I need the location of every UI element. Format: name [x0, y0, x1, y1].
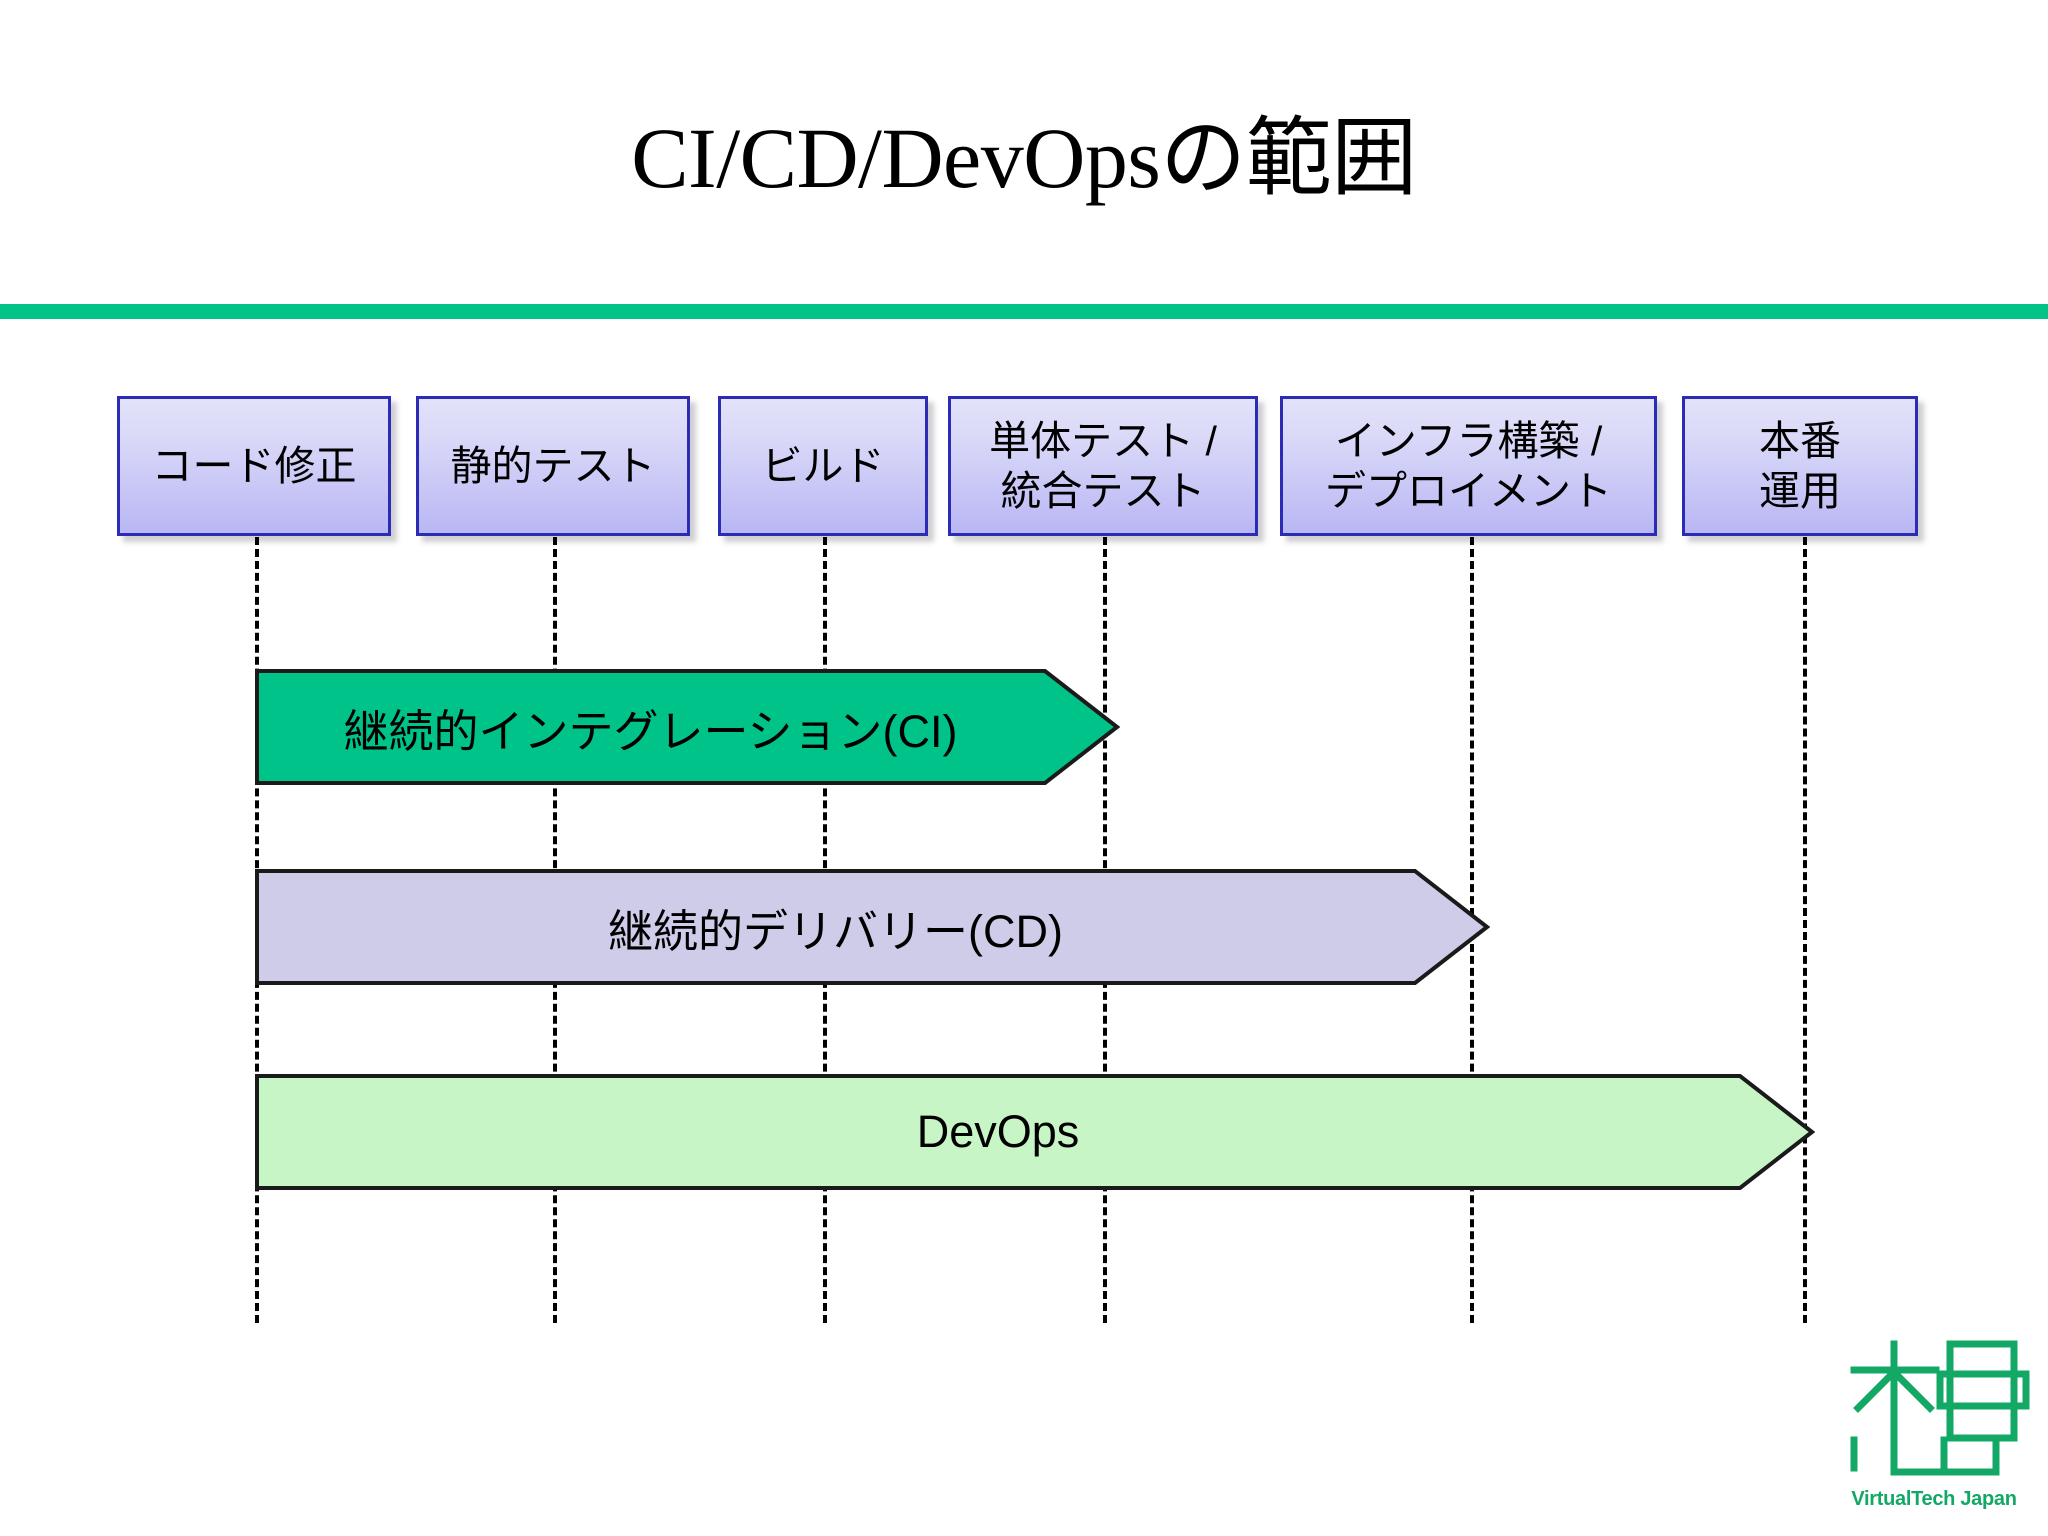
stage-label-line1: 単体テスト /: [989, 417, 1217, 464]
page-title: CI/CD/DevOpsの範囲: [631, 110, 1417, 206]
stage-box-infra-deploy[interactable]: インフラ構築 / デプロイメント: [1280, 396, 1657, 536]
stage-label: コード修正: [151, 442, 357, 489]
stage-label: ビルド: [761, 442, 885, 489]
stage-label-line1: 本番: [1759, 417, 1841, 464]
brand-logo-text: VirtualTech Japan: [1851, 1488, 2017, 1510]
title-divider: [0, 304, 2048, 319]
stage-label-line2: 統合テスト: [1000, 468, 1206, 514]
stage-box-static-test[interactable]: 静的テスト: [416, 396, 690, 536]
stage-label-line2: 運用: [1759, 468, 1841, 514]
stage-box-unit-integration-test[interactable]: 単体テスト / 統合テスト: [948, 396, 1258, 536]
scope-arrow-cd[interactable]: 継続的デリバリー(CD): [255, 868, 1490, 986]
virtualtech-japan-mark-icon: [1850, 1340, 2030, 1476]
stage-label-line2: デプロイメント: [1325, 468, 1612, 514]
scope-arrow-cd-shape: [255, 869, 1490, 985]
stage-box-production-ops[interactable]: 本番 運用: [1682, 396, 1918, 536]
stage-box-code-fix[interactable]: コード修正: [117, 396, 391, 536]
scope-arrow-devops[interactable]: DevOps: [255, 1073, 1815, 1191]
stage-label-line1: インフラ構築 /: [1334, 417, 1603, 464]
stage-label: 静的テスト: [450, 442, 656, 489]
scope-arrow-ci-shape: [255, 669, 1120, 785]
brand-logo: VirtualTech Japan: [1836, 1336, 2032, 1526]
lifeline-production-ops: [1803, 537, 1807, 1323]
stage-box-build[interactable]: ビルド: [718, 396, 928, 536]
scope-arrow-ci[interactable]: 継続的インテグレーション(CI): [255, 668, 1120, 786]
scope-arrow-devops-shape: [255, 1074, 1815, 1190]
